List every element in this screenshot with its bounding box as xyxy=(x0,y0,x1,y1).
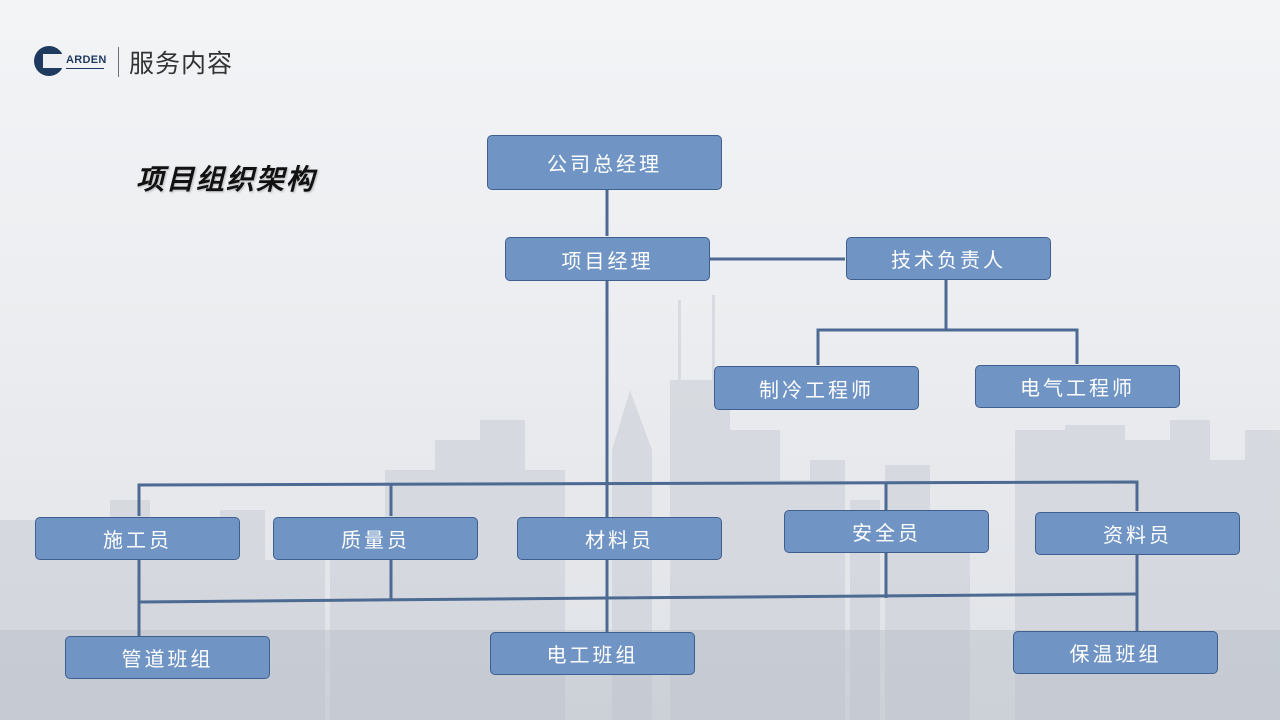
connector-team-bus xyxy=(138,592,1138,604)
node-general-manager: 公司总经理 xyxy=(487,135,722,190)
node-refrigeration-engineer: 制冷工程师 xyxy=(714,366,919,410)
node-documentation-staff: 资料员 xyxy=(1035,512,1240,555)
node-tech-lead: 技术负责人 xyxy=(846,237,1051,280)
node-construction-staff: 施工员 xyxy=(35,517,240,560)
header-divider xyxy=(118,47,119,77)
header: ARDEN 服务内容 xyxy=(34,44,233,80)
connector-staff-bus xyxy=(137,480,1139,516)
node-project-manager: 项目经理 xyxy=(505,237,710,281)
section-title: 项目组织架构 xyxy=(136,163,317,196)
node-quality-staff: 质量员 xyxy=(273,517,478,560)
connector-engineers xyxy=(816,328,1079,365)
logo-underline xyxy=(66,68,104,69)
node-insulation-team: 保温班组 xyxy=(1013,631,1218,674)
node-electrical-engineer: 电气工程师 xyxy=(975,365,1180,408)
node-safety-staff: 安全员 xyxy=(784,510,989,553)
header-title: 服务内容 xyxy=(129,49,234,78)
node-electrician-team: 电工班组 xyxy=(490,632,695,675)
node-materials-staff: 材料员 xyxy=(517,517,722,560)
company-logo: ARDEN xyxy=(34,44,106,80)
node-pipe-team: 管道班组 xyxy=(65,636,270,679)
logo-text: ARDEN xyxy=(66,54,107,66)
logo-c-mark xyxy=(34,46,67,76)
